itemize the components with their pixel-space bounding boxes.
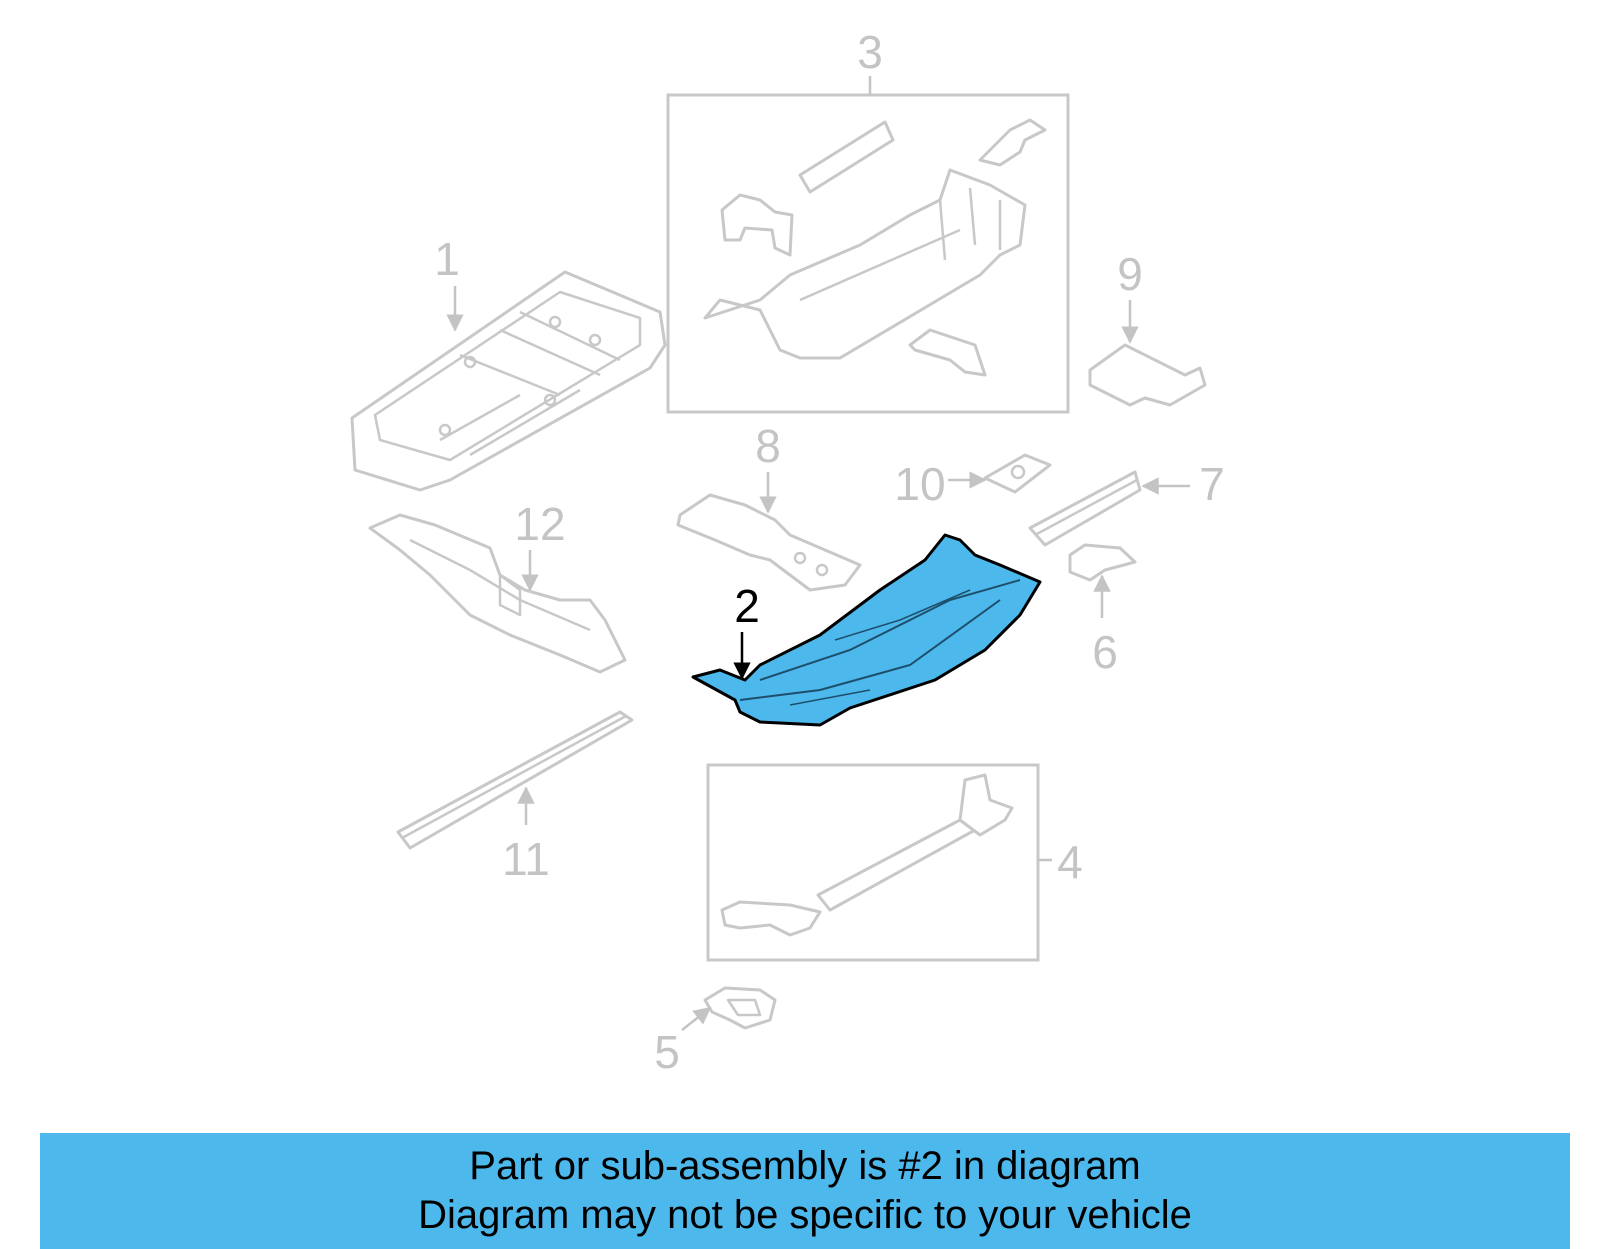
info-line-part: Part or sub-assembly is #2 in diagram <box>469 1144 1141 1188</box>
callout-6: 6 <box>1092 626 1118 678</box>
callout-7: 7 <box>1199 458 1225 510</box>
callout-8: 8 <box>755 420 781 472</box>
part-5-clip[interactable] <box>703 986 777 1030</box>
part-1-floor-pan[interactable] <box>350 270 667 492</box>
part-3-box <box>666 93 1070 414</box>
callout-10: 10 <box>894 458 945 510</box>
part-4-box <box>706 763 1040 962</box>
part-9-bracket[interactable] <box>1088 343 1207 407</box>
part-11-rail[interactable] <box>396 710 634 850</box>
callout-3: 3 <box>857 26 883 78</box>
callout-4: 4 <box>1057 836 1083 888</box>
part-10-gusset[interactable] <box>983 453 1052 494</box>
callout-9: 9 <box>1117 248 1143 300</box>
part-3-components[interactable] <box>703 118 1047 377</box>
callout-1: 1 <box>434 233 460 285</box>
info-banner: Part or sub-assembly is #2 in diagram Di… <box>40 1133 1570 1249</box>
part-8-plate[interactable] <box>676 493 862 592</box>
leader-5 <box>681 1006 712 1031</box>
part-7-rail[interactable] <box>1028 470 1142 547</box>
callout-12: 12 <box>514 498 565 550</box>
part-12-member[interactable] <box>368 513 627 674</box>
info-line-disclaimer: Diagram may not be specific to your vehi… <box>418 1193 1192 1237</box>
part-6-bracket[interactable] <box>1068 543 1137 582</box>
part-2-floor-tray[interactable] <box>691 533 1042 727</box>
part-4-components[interactable] <box>720 773 1014 937</box>
callout-11: 11 <box>502 833 550 885</box>
callout-5: 5 <box>654 1026 680 1078</box>
callout-2: 2 <box>734 580 760 632</box>
